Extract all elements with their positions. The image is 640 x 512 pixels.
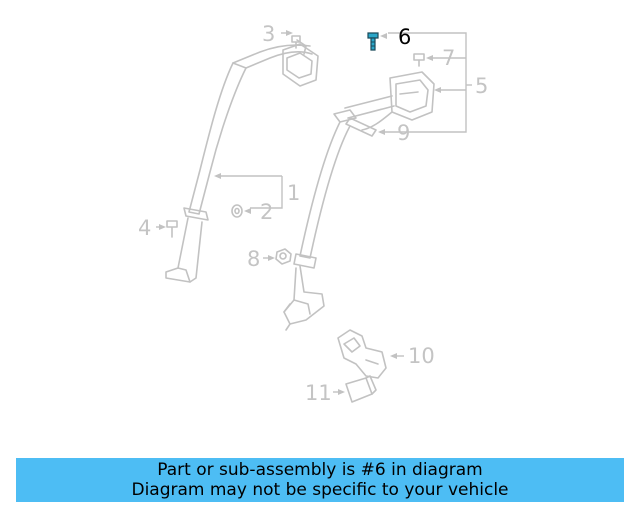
callout-7: 7 xyxy=(442,46,455,70)
callout-4: 4 xyxy=(138,216,151,240)
banner-line-1: Part or sub-assembly is #6 in diagram xyxy=(157,460,483,480)
info-banner: Part or sub-assembly is #6 in diagram Di… xyxy=(16,458,624,502)
buckle-10 xyxy=(337,329,387,379)
callout-9: 9 xyxy=(397,121,410,145)
callout-5: 5 xyxy=(475,74,488,98)
callout-3: 3 xyxy=(262,22,275,46)
parts-diagram: 1 2 3 4 5 6 7 8 9 10 11 xyxy=(138,22,488,405)
callout-11: 11 xyxy=(305,381,332,405)
callout-2: 2 xyxy=(260,200,273,224)
bolt-7 xyxy=(413,53,425,67)
bolt-6-highlighted xyxy=(367,32,379,51)
callout-10: 10 xyxy=(408,344,435,368)
nut-8 xyxy=(275,248,292,265)
banner-line-2: Diagram may not be specific to your vehi… xyxy=(131,480,509,500)
callout-6: 6 xyxy=(398,25,411,49)
bolt-4 xyxy=(166,220,178,238)
right-seat-belt-assembly xyxy=(283,71,435,331)
left-seat-belt-assembly xyxy=(165,39,319,283)
washer-2 xyxy=(231,204,243,218)
buckle-cover-11 xyxy=(345,375,377,403)
callout-8: 8 xyxy=(247,247,260,271)
bolt-3 xyxy=(291,35,301,49)
leader-lines xyxy=(156,30,472,395)
callout-1: 1 xyxy=(287,181,300,205)
